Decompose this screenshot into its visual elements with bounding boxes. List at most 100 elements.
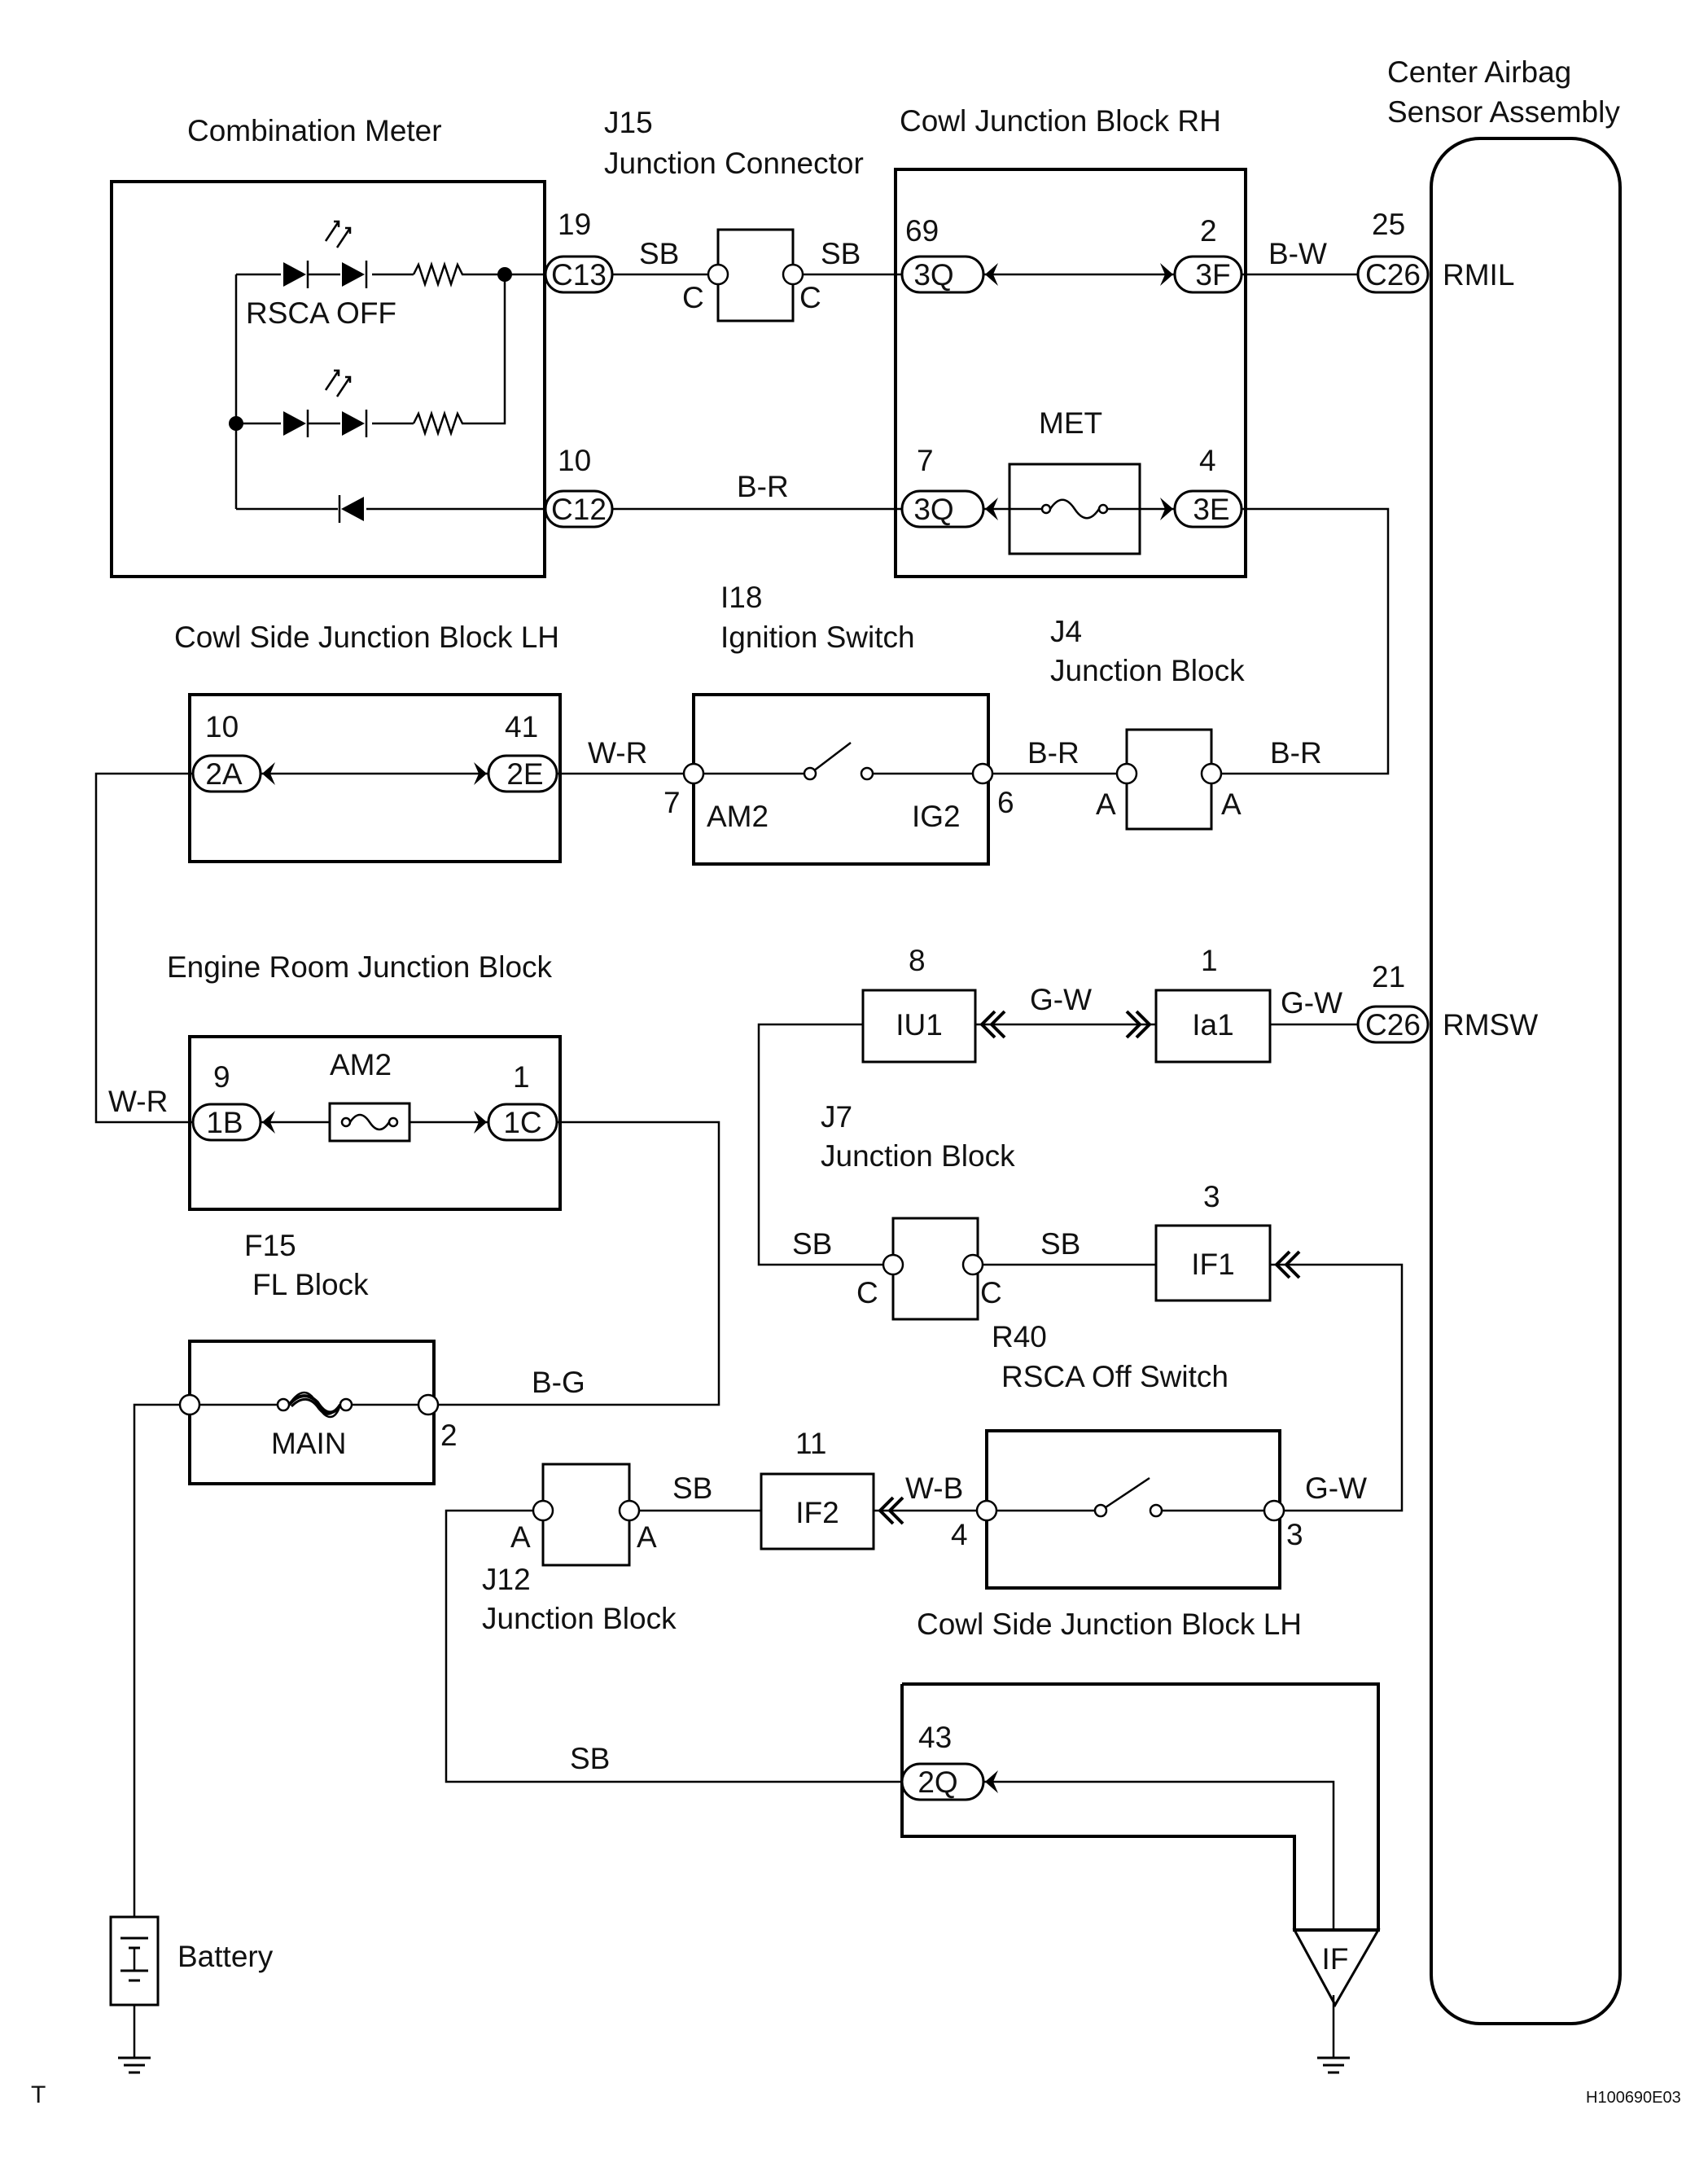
- connector-3q-bottom[interactable]: [900, 489, 985, 529]
- connector-2e[interactable]: [487, 754, 558, 793]
- j12-pin-left[interactable]: [532, 1499, 554, 1522]
- r40-pin-4[interactable]: [975, 1499, 998, 1522]
- pin-9: 9: [213, 1060, 230, 1094]
- label-i18-name: Ignition Switch: [720, 621, 915, 654]
- j7-pin-right-label: C: [980, 1276, 1002, 1309]
- j4-pin-left[interactable]: [1115, 762, 1138, 785]
- pin-43: 43: [918, 1721, 952, 1754]
- ignition-pin-7[interactable]: [682, 762, 705, 785]
- label-j4-id: J4: [1050, 615, 1082, 648]
- connector-3q-top[interactable]: [900, 255, 985, 294]
- label-j12-id: J12: [482, 1563, 531, 1596]
- r40-pin-3[interactable]: [1263, 1499, 1285, 1522]
- label-met-fuse: MET: [1039, 406, 1102, 440]
- label-j7-name: Junction Block: [821, 1139, 1015, 1173]
- diode-icon: [338, 495, 364, 523]
- j12-pin-left-label: A: [510, 1520, 531, 1554]
- connector-2a-label: 2A: [205, 757, 243, 791]
- pin-19: 19: [558, 208, 591, 241]
- wire-label-gw-3: G-W: [1305, 1472, 1367, 1505]
- connector-3q-bottom-label: 3Q: [913, 493, 953, 526]
- j15-pin-right-label: C: [799, 281, 821, 314]
- label-if-ground: IF: [1322, 1942, 1349, 1976]
- j7-pin-left[interactable]: [882, 1253, 904, 1276]
- label-rsca-off: RSCA OFF: [246, 296, 396, 330]
- connector-if2[interactable]: [760, 1472, 875, 1551]
- pin-4b: 4: [951, 1518, 968, 1551]
- connector-iu1[interactable]: [861, 989, 977, 1064]
- connector-c26-mid[interactable]: [1356, 1005, 1430, 1044]
- wire-bg: [428, 1121, 720, 1406]
- wire-label-sb-5: SB: [672, 1472, 712, 1505]
- connector-2q[interactable]: [900, 1762, 985, 1801]
- drawing-code: H100690E03: [1586, 2089, 1681, 2107]
- label-combination-meter: Combination Meter: [187, 114, 442, 147]
- j4-pin-right-label: A: [1221, 787, 1242, 821]
- label-j12-name: Junction Block: [482, 1602, 677, 1635]
- main-fusible-link-icon: [276, 1391, 353, 1419]
- j15-pin-left[interactable]: [707, 263, 729, 286]
- pin-21: 21: [1372, 960, 1405, 993]
- connector-c26-top[interactable]: [1356, 255, 1430, 294]
- am2-fuse-icon: [340, 1113, 399, 1131]
- ignition-pin-6[interactable]: [971, 762, 994, 785]
- wire-sb-6: [445, 1509, 902, 1783]
- connector-if1[interactable]: [1154, 1224, 1272, 1302]
- wire-label-sb-4: SB: [1040, 1227, 1080, 1261]
- pin-1b: 1: [1201, 944, 1218, 977]
- cowl-junction-block-rh-box: [894, 168, 1247, 578]
- plug-chevron-icon: [979, 1010, 1006, 1039]
- pin-1a: 1: [513, 1060, 530, 1094]
- connector-ia1-label: Ia1: [1192, 1008, 1233, 1042]
- wire-label-wr-2: W-R: [108, 1085, 168, 1118]
- wire-battery-feed: [133, 1403, 190, 1917]
- j15-pin-right[interactable]: [782, 263, 804, 286]
- plug-arrow-icon: [1160, 498, 1173, 520]
- connector-2a[interactable]: [191, 754, 262, 793]
- pin-2: 2: [1200, 214, 1217, 248]
- ground-icon: [118, 2056, 151, 2074]
- wire-label-wr-1: W-R: [588, 736, 647, 770]
- resistor-icon: [412, 410, 466, 436]
- connector-ia1[interactable]: [1154, 989, 1272, 1064]
- label-rmsw: RMSW: [1443, 1008, 1538, 1042]
- wire-label-sb-2: SB: [821, 237, 861, 270]
- label-am2-fuse: AM2: [330, 1048, 392, 1081]
- j12-pin-right[interactable]: [618, 1499, 641, 1522]
- connector-1c[interactable]: [487, 1103, 558, 1142]
- wire-label-bg: B-G: [532, 1366, 585, 1399]
- plug-arrow-icon: [985, 1770, 998, 1793]
- pin-3b: 3: [1286, 1518, 1303, 1551]
- if-ground-point: [1292, 1928, 1381, 2008]
- j15-junction-connector: [716, 228, 795, 322]
- connector-c13[interactable]: [544, 255, 614, 294]
- wire-wr-2: [94, 772, 193, 1124]
- wire-label-br-3: B-R: [1270, 736, 1322, 770]
- am2-fuse-box: [328, 1102, 411, 1143]
- j4-pin-right[interactable]: [1200, 762, 1223, 785]
- battery-icon: [120, 1936, 148, 1982]
- connector-3q-top-label: 3Q: [913, 258, 953, 292]
- label-cowl-side-jb-lh-bottom: Cowl Side Junction Block LH: [917, 1608, 1302, 1641]
- connector-1b[interactable]: [191, 1103, 262, 1142]
- label-cowl-side-jb-lh-top: Cowl Side Junction Block LH: [174, 621, 559, 654]
- connector-c26-top-label: C26: [1365, 258, 1421, 292]
- meter-wire-led2-out: [466, 274, 506, 425]
- label-ign-am2: AM2: [707, 800, 769, 833]
- label-airbag-line2: Sensor Assembly: [1387, 95, 1620, 129]
- j7-pin-right[interactable]: [961, 1253, 984, 1276]
- r40-switch-contact: [1100, 1476, 1150, 1512]
- corner-mark: T: [31, 2081, 46, 2108]
- fl-block-pin-2[interactable]: [417, 1393, 440, 1416]
- pin-41: 41: [505, 710, 538, 743]
- connector-3e[interactable]: [1173, 489, 1243, 529]
- j15-pin-left-label: C: [682, 281, 704, 314]
- wire-label-sb-3: SB: [792, 1227, 832, 1261]
- label-airbag-line1: Center Airbag: [1387, 55, 1571, 89]
- fl-block-pin-left[interactable]: [178, 1393, 201, 1416]
- connector-3f[interactable]: [1173, 255, 1243, 294]
- plug-chevron-icon: [1274, 1250, 1301, 1279]
- connector-c12[interactable]: [544, 489, 614, 529]
- battery-box: [109, 1915, 160, 2007]
